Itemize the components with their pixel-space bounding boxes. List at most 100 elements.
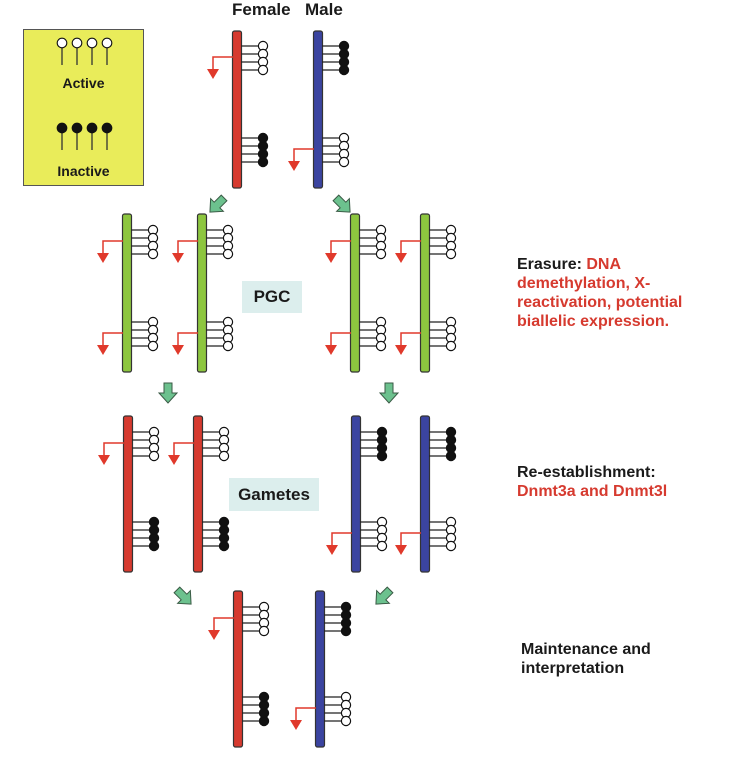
chromosome-gamete-m1 <box>326 415 388 573</box>
transcription-arrow-line <box>173 442 194 457</box>
transcription-arrow-line <box>177 240 198 255</box>
inactive-legend-circle <box>101 122 113 134</box>
chromosome-pgc-f1 <box>97 213 159 373</box>
arrow-male-to-pgc <box>332 194 351 213</box>
chromosome-bar <box>232 590 244 748</box>
transcription-arrow-head-icon <box>395 545 407 555</box>
chromosome-bar <box>231 30 243 189</box>
transcription-arrow-head-icon <box>395 253 407 263</box>
active-allele-icon <box>257 64 269 76</box>
erasure-annotation: Erasure: DNA demethylation, X- reactivat… <box>517 255 743 331</box>
active-allele-icon <box>338 156 350 168</box>
chromosome-bar <box>192 415 204 573</box>
chromosome-bar <box>121 213 133 373</box>
active-legend-circle <box>71 37 83 49</box>
chromosome-offspring-female <box>208 590 270 748</box>
chromosome-bar <box>122 415 134 573</box>
green-arrow-icon <box>378 382 400 404</box>
transcription-arrow-line <box>330 332 351 347</box>
active-lollipop-icon <box>56 37 113 65</box>
active-allele-icon <box>340 715 352 727</box>
inactive-allele-icon <box>338 64 350 76</box>
inactive-allele-icon <box>218 540 230 552</box>
active-legend-circle <box>56 37 68 49</box>
transcription-arrow-head-icon <box>288 161 300 171</box>
inactive-allele-icon <box>257 156 269 168</box>
chromosome-gamete-f2 <box>168 415 230 573</box>
chromosome-gamete-f1 <box>98 415 160 573</box>
erasure-line-2: demethylation, X- <box>517 275 651 292</box>
transcription-arrow-line <box>295 707 316 722</box>
legend-icons <box>56 37 113 150</box>
erasure-line-4: biallelic expression. <box>517 313 670 330</box>
reestablishment-detail: Dnmt3a and Dnmt3l <box>517 483 668 500</box>
transcription-arrow-line <box>293 148 314 163</box>
inactive-allele-icon <box>340 625 352 637</box>
chromosome-parent-female <box>207 30 269 189</box>
transcription-arrow-head-icon <box>172 253 184 263</box>
transcription-arrow-head-icon <box>208 630 220 640</box>
transcription-arrow-head-icon <box>98 455 110 465</box>
green-arrow-icon <box>173 586 192 605</box>
arrow-male-gamete-to-offspring <box>375 586 394 605</box>
chromosome-pgc-m2 <box>395 213 457 373</box>
chromosome-offspring-male <box>290 590 352 748</box>
erasure-line-3: reactivation, potential <box>517 294 683 311</box>
legend-active-label: Active <box>62 75 105 91</box>
green-arrow-icon <box>332 194 351 213</box>
active-allele-icon <box>148 450 160 462</box>
transcription-arrow-line <box>177 332 198 347</box>
transcription-arrow-head-icon <box>207 69 219 79</box>
arrow-female-to-pgc <box>209 194 228 213</box>
chromosome-pgc-f2 <box>172 213 234 373</box>
active-allele-icon <box>147 248 159 260</box>
active-allele-icon <box>218 450 230 462</box>
transcription-arrow-head-icon <box>168 455 180 465</box>
active-allele-icon <box>445 540 457 552</box>
inactive-allele-icon <box>376 450 388 462</box>
active-allele-icon <box>222 340 234 352</box>
inactive-lollipop-icon <box>56 122 113 150</box>
arrow-layer <box>157 194 400 605</box>
maintenance-line-1: Maintenance and <box>521 641 651 658</box>
transcription-arrow-head-icon <box>395 345 407 355</box>
chromosome-bar <box>419 213 431 373</box>
transcription-arrow-line <box>400 532 421 547</box>
chromosome-bar <box>349 213 361 373</box>
inactive-legend-circle <box>71 122 83 134</box>
chromosome-layer <box>97 30 457 748</box>
chromosome-gamete-m2 <box>395 415 457 573</box>
gametes-stage-label: Gametes <box>229 478 319 511</box>
chromosome-bar <box>314 590 326 748</box>
male-header: Male <box>305 0 343 19</box>
transcription-arrow-line <box>331 532 352 547</box>
inactive-legend-circle <box>86 122 98 134</box>
inactive-allele-icon <box>148 540 160 552</box>
active-allele-icon <box>376 540 388 552</box>
transcription-arrow-line <box>213 617 234 632</box>
arrow-pgc-to-female-gametes <box>157 382 179 404</box>
active-allele-icon <box>445 248 457 260</box>
chromosome-parent-male <box>288 30 350 189</box>
transcription-arrow-line <box>330 240 351 255</box>
transcription-arrow-head-icon <box>290 720 302 730</box>
active-allele-icon <box>375 340 387 352</box>
chromosome-pgc-m1 <box>325 213 387 373</box>
reestablishment-heading: Re-establishment: <box>517 464 656 481</box>
transcription-arrow-head-icon <box>325 253 337 263</box>
green-arrow-icon <box>157 382 179 404</box>
active-legend-circle <box>86 37 98 49</box>
chromosome-bar <box>196 213 208 373</box>
transcription-arrow-head-icon <box>97 253 109 263</box>
arrow-pgc-to-male-gametes <box>378 382 400 404</box>
maintenance-annotation: Maintenance and interpretation <box>521 640 651 678</box>
inactive-allele-icon <box>258 715 270 727</box>
arrow-female-gamete-to-offspring <box>173 586 192 605</box>
erasure-line-1: DNA <box>586 256 622 273</box>
active-allele-icon <box>445 340 457 352</box>
transcription-arrow-head-icon <box>326 545 338 555</box>
inactive-allele-icon <box>445 450 457 462</box>
transcription-arrow-line <box>102 240 123 255</box>
active-allele-icon <box>147 340 159 352</box>
green-arrow-icon <box>375 586 394 605</box>
